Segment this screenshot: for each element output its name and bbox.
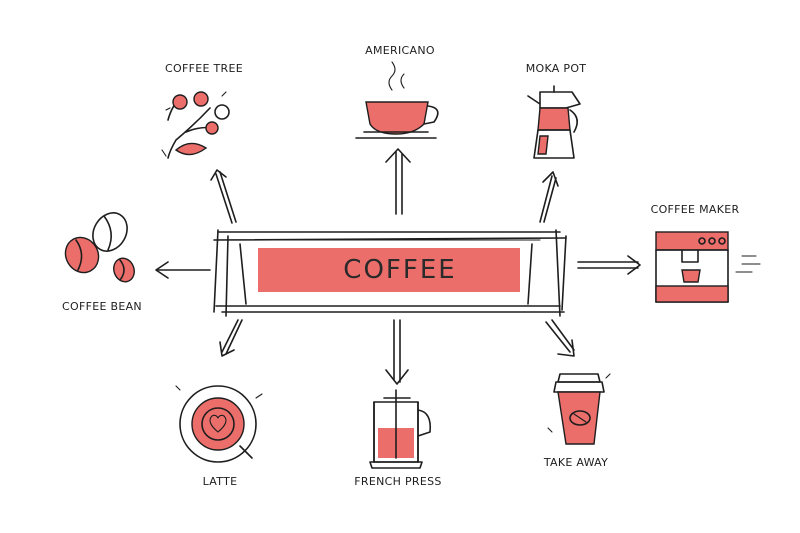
- coffee-tree-icon: [161, 91, 230, 159]
- arrow-to-latte: [219, 319, 243, 357]
- label-coffee-tree: COFFEE TREE: [165, 62, 243, 75]
- coffee-bean-icon: [64, 212, 135, 283]
- label-americano: AMERICANO: [365, 44, 435, 57]
- arrows: [155, 148, 641, 385]
- central-title-highlight: [258, 248, 520, 292]
- arrow-to-coffee-maker: [577, 255, 641, 275]
- central-box: [213, 229, 567, 317]
- label-latte: LATTE: [202, 475, 238, 488]
- latte-icon: [175, 385, 263, 463]
- coffee-maker-icon: [655, 231, 761, 303]
- americano-cup-icon: [355, 61, 439, 139]
- label-take-away: TAKE AWAY: [543, 456, 609, 469]
- moka-pot-icon: [527, 85, 581, 159]
- take-away-cup-icon: [547, 373, 611, 445]
- arrow-to-french-press: [385, 319, 409, 385]
- label-french-press: FRENCH PRESS: [354, 475, 442, 488]
- label-coffee-bean: COFFEE BEAN: [62, 300, 142, 313]
- french-press-icon: [369, 389, 432, 469]
- arrow-to-take-away: [545, 319, 575, 357]
- arrow-to-coffee-tree: [210, 169, 237, 224]
- central-title: COFFEE: [343, 255, 457, 285]
- label-coffee-maker: COFFEE MAKER: [650, 203, 740, 216]
- arrow-to-moka-pot: [539, 171, 559, 223]
- arrow-to-americano: [385, 148, 411, 215]
- label-moka-pot: MOKA POT: [525, 62, 587, 75]
- arrow-to-coffee-bean: [155, 261, 211, 279]
